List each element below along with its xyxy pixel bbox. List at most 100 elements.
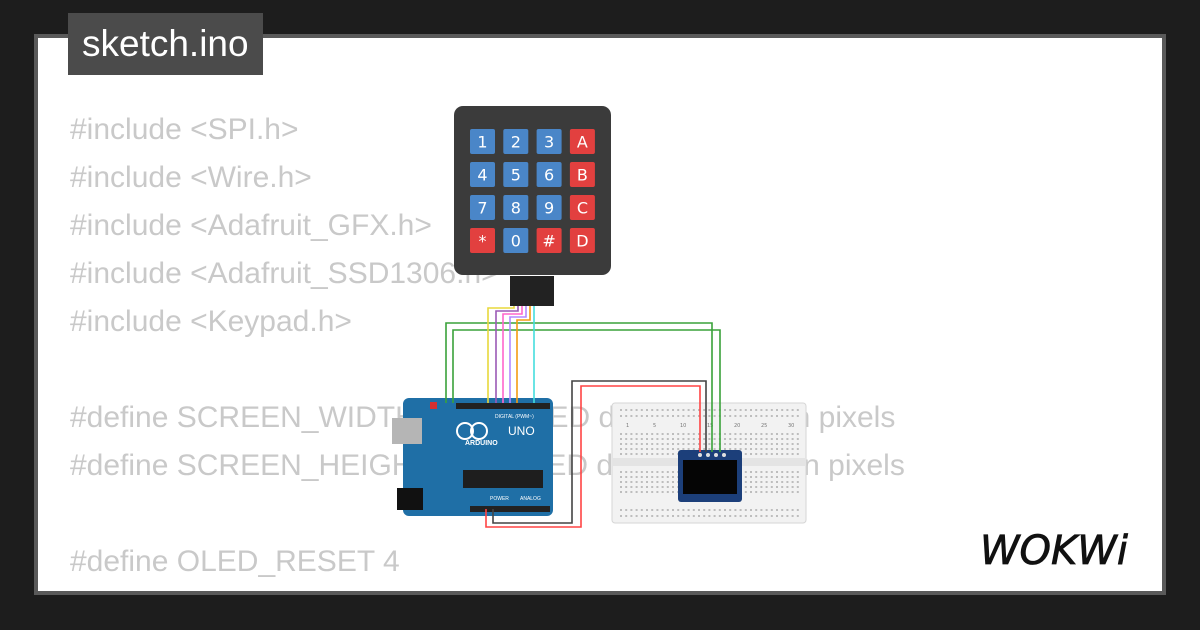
- wire-orange: [516, 303, 531, 403]
- breadboard-hole: [625, 476, 628, 478]
- breadboard-hole: [755, 438, 758, 440]
- breadboard-hole: [682, 415, 685, 417]
- breadboard-hole: [635, 471, 638, 473]
- breadboard-column-number: 15: [707, 423, 713, 429]
- breadboard-hole: [718, 515, 721, 517]
- code-line: #define OLED_RESET 4: [70, 545, 400, 578]
- breadboard-hole: [713, 438, 716, 440]
- breadboard-hole: [786, 448, 789, 450]
- breadboard-hole: [630, 471, 633, 473]
- breadboard-hole: [630, 515, 633, 517]
- breadboard-hole: [703, 515, 706, 517]
- breadboard-hole: [703, 448, 706, 450]
- breadboard-hole: [750, 415, 752, 417]
- breadboard-hole: [661, 415, 664, 417]
- breadboard-hole: [677, 443, 680, 445]
- breadboard-hole: [672, 433, 674, 435]
- breadboard-hole: [760, 476, 763, 478]
- arduino-infinity-logo: [456, 422, 474, 440]
- breadboard-hole: [698, 509, 700, 511]
- breadboard-hole: [661, 448, 664, 450]
- breadboard-hole: [620, 409, 622, 411]
- breadboard-hole: [666, 443, 669, 445]
- breadboard-hole: [656, 409, 659, 411]
- breadboard-hole: [755, 509, 758, 511]
- breadboard-hole: [646, 481, 648, 483]
- breadboard-hole: [677, 438, 680, 440]
- svg-text:#: #: [542, 232, 555, 251]
- svg-text:5: 5: [511, 166, 521, 185]
- breadboard-hole: [755, 415, 758, 417]
- wokwi-logo: WOKWi: [980, 528, 1129, 574]
- breadboard-hole: [770, 476, 773, 478]
- breadboard-hole: [786, 491, 789, 493]
- breadboard-hole: [625, 453, 628, 455]
- breadboard-hole: [786, 409, 789, 411]
- breadboard-hole: [750, 438, 752, 440]
- breadboard-hole: [770, 453, 773, 455]
- breadboard-hole: [791, 486, 794, 488]
- breadboard-hole: [661, 433, 664, 435]
- breadboard-hole: [620, 491, 622, 493]
- breadboard-hole: [651, 438, 654, 440]
- breadboard-hole: [640, 481, 643, 483]
- svg-text:D: D: [576, 232, 588, 251]
- breadboard-hole: [744, 438, 747, 440]
- breadboard-hole: [625, 515, 628, 517]
- wire-violet: [509, 303, 527, 403]
- breadboard-hole: [625, 415, 628, 417]
- breadboard-hole: [687, 409, 690, 411]
- breadboard-hole: [739, 443, 742, 445]
- svg-text:7: 7: [477, 199, 487, 218]
- breadboard-hole: [703, 409, 706, 411]
- breadboard-hole: [729, 438, 732, 440]
- analog-header: [470, 506, 550, 512]
- breadboard-hole: [640, 415, 643, 417]
- breadboard-hole: [625, 481, 628, 483]
- breadboard-hole: [646, 491, 648, 493]
- breadboard-hole: [687, 509, 690, 511]
- breadboard-hole: [672, 486, 674, 488]
- breadboard-hole: [698, 433, 700, 435]
- breadboard-hole: [750, 471, 752, 473]
- breadboard-hole: [677, 515, 680, 517]
- svg-text:C: C: [577, 199, 588, 218]
- breadboard-hole: [708, 433, 711, 435]
- breadboard-hole: [786, 433, 789, 435]
- breadboard-hole: [635, 433, 638, 435]
- breadboard-hole: [765, 491, 768, 493]
- breadboard-hole: [791, 471, 794, 473]
- breadboard-hole: [781, 438, 784, 440]
- breadboard-hole: [656, 438, 659, 440]
- breadboard-hole: [755, 476, 758, 478]
- breadboard-hole: [635, 476, 638, 478]
- breadboard-hole: [796, 471, 799, 473]
- breadboard-hole: [620, 515, 622, 517]
- breadboard-hole: [651, 433, 654, 435]
- breadboard-hole: [640, 476, 643, 478]
- breadboard-hole: [630, 491, 633, 493]
- breadboard-hole: [776, 415, 778, 417]
- breadboard-hole: [744, 433, 747, 435]
- breadboard-hole: [781, 515, 784, 517]
- breadboard-hole: [651, 415, 654, 417]
- breadboard-hole: [776, 515, 778, 517]
- breadboard-hole: [646, 438, 648, 440]
- breadboard-hole: [682, 433, 685, 435]
- breadboard-hole: [635, 486, 638, 488]
- breadboard-hole: [692, 443, 695, 445]
- svg-text:1: 1: [477, 133, 487, 152]
- breadboard-hole: [703, 443, 706, 445]
- breadboard-hole: [620, 443, 622, 445]
- breadboard-hole: [620, 438, 622, 440]
- breadboard-hole: [672, 438, 674, 440]
- breadboard-hole: [734, 438, 737, 440]
- breadboard-hole: [692, 448, 695, 450]
- breadboard-hole: [625, 409, 628, 411]
- breadboard-hole: [656, 471, 659, 473]
- breadboard-hole: [682, 438, 685, 440]
- breadboard-hole: [760, 491, 763, 493]
- breadboard-hole: [646, 433, 648, 435]
- breadboard-hole: [635, 443, 638, 445]
